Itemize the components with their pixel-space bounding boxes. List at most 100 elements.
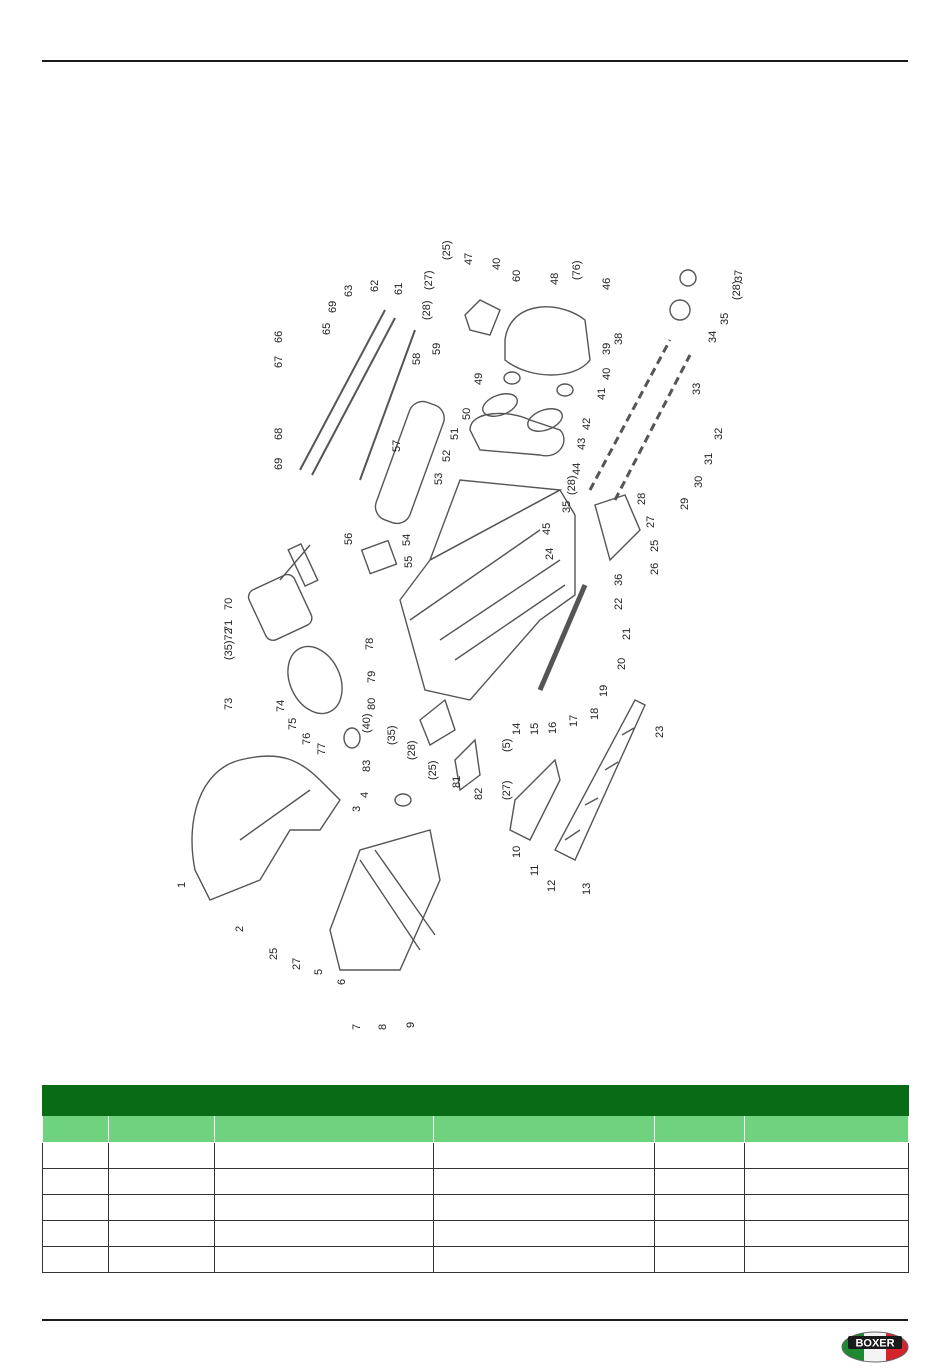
table-cell — [654, 1246, 745, 1273]
callout-c21: 21 — [621, 628, 633, 640]
callout-c82: 82 — [473, 788, 485, 800]
callout-c5a: 5 — [313, 969, 325, 975]
callout-c28c: (28) — [731, 280, 743, 300]
callout-c13: 13 — [581, 883, 593, 895]
callout-c27d: (27) — [423, 270, 435, 290]
callout-c63: 63 — [343, 285, 355, 297]
callout-c28a: (28) — [406, 740, 418, 760]
callout-c61: 61 — [393, 283, 405, 295]
callout-c79: 79 — [366, 671, 378, 683]
callout-c49: 49 — [473, 373, 485, 385]
table-cell — [654, 1142, 745, 1169]
callout-c83: 83 — [361, 760, 373, 772]
column-header — [433, 1115, 655, 1143]
table-cell — [214, 1142, 434, 1169]
callout-c27b: (27) — [501, 780, 513, 800]
callout-c15: 15 — [529, 723, 541, 735]
callout-c37: 37 — [733, 270, 745, 282]
table-header-row — [42, 1115, 910, 1143]
callout-c72: (35)72 — [223, 628, 235, 660]
callout-c35c: 35 — [561, 501, 573, 513]
table-cell — [433, 1220, 655, 1247]
callout-c52: 52 — [441, 450, 453, 462]
table-cell — [654, 1168, 745, 1195]
table-cell — [654, 1194, 745, 1221]
callout-c31: 31 — [703, 453, 715, 465]
callout-c22: 22 — [613, 598, 625, 610]
callout-c4: 4 — [359, 792, 371, 798]
callout-c51: 51 — [449, 428, 461, 440]
table-cell — [42, 1194, 109, 1221]
callout-c55: 55 — [403, 556, 415, 568]
table-cell — [214, 1246, 434, 1273]
callout-c40a: (40) — [361, 713, 373, 733]
callout-c30: 30 — [693, 476, 705, 488]
callout-c5b: (5) — [501, 739, 513, 752]
callout-c76b: 76 — [301, 733, 313, 745]
table-cell — [42, 1142, 109, 1169]
callout-c18: 18 — [589, 708, 601, 720]
table-cell — [108, 1194, 215, 1221]
callout-c12: 12 — [546, 880, 558, 892]
callout-c16: 16 — [547, 722, 559, 734]
callout-c80: 80 — [366, 698, 378, 710]
callout-c40c: 40 — [491, 258, 503, 270]
callout-c67: 67 — [273, 356, 285, 368]
callout-c35b: 35 — [719, 313, 731, 325]
table-cell — [743, 1142, 910, 1169]
callout-c70: 70 — [223, 598, 235, 610]
parts-table — [41, 1085, 910, 1273]
callout-c77: 77 — [316, 743, 328, 755]
callout-c50: 50 — [461, 408, 473, 420]
table-cell — [42, 1246, 109, 1273]
callout-c73: 73 — [223, 698, 235, 710]
table-cell — [743, 1194, 910, 1221]
table-cell — [42, 1220, 109, 1247]
callout-c43: 43 — [576, 438, 588, 450]
callout-c28e: (28) — [421, 300, 433, 320]
callout-c11: 11 — [529, 865, 541, 876]
table-row — [42, 1194, 910, 1221]
callout-c28d: (28) — [566, 475, 578, 495]
table-cell — [433, 1194, 655, 1221]
column-header — [42, 1115, 109, 1143]
table-cell — [433, 1246, 655, 1273]
callout-c32: 32 — [713, 428, 725, 440]
table-cell — [433, 1168, 655, 1195]
callout-c39: 39 — [601, 343, 613, 355]
callout-c25b: (25) — [427, 760, 439, 780]
callout-c76: (76) — [571, 260, 583, 280]
callout-c46: 46 — [601, 278, 613, 290]
callout-c24: 24 — [544, 548, 556, 560]
table-cell — [108, 1220, 215, 1247]
table-cell — [214, 1220, 434, 1247]
housing-drawing — [191, 269, 697, 971]
callout-c45: 45 — [541, 523, 553, 535]
table-row — [42, 1168, 910, 1195]
callout-c57: 57 — [391, 440, 403, 452]
callout-c6: 6 — [336, 979, 348, 985]
callout-c44: 44 — [571, 463, 583, 475]
callout-c23: 23 — [654, 726, 666, 738]
callout-c3: 3 — [351, 806, 363, 812]
callout-c66: 66 — [273, 331, 285, 343]
table-cell — [743, 1168, 910, 1195]
callout-c48: 48 — [549, 273, 561, 285]
callout-c62: 62 — [369, 280, 381, 292]
table-cell — [42, 1168, 109, 1195]
callout-c25a: 25 — [268, 948, 280, 960]
callout-c69b: 69 — [273, 458, 285, 470]
table-row — [42, 1246, 910, 1273]
column-header — [654, 1115, 745, 1143]
callout-c40b: 40 — [601, 368, 613, 380]
callout-c19: 19 — [598, 685, 610, 697]
callout-c27c: 27 — [645, 516, 657, 528]
callout-c41: 41 — [596, 388, 608, 400]
table-cell — [743, 1246, 910, 1273]
callout-c20: 20 — [616, 658, 628, 670]
table-title-row — [41, 1085, 910, 1116]
column-header — [743, 1115, 910, 1143]
callout-c14: 14 — [511, 723, 523, 735]
